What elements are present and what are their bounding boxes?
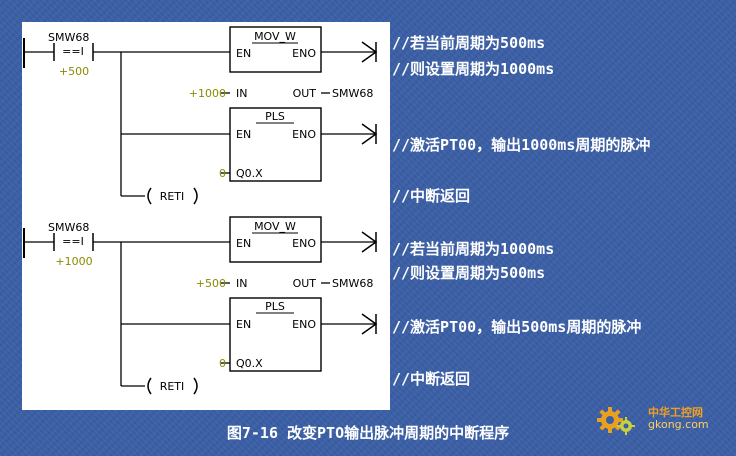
rung1-mov-in-value: +1000: [189, 87, 226, 100]
rung2-mov-out-value: SMW68: [332, 277, 373, 290]
rung2-contact-operator: ==I: [62, 235, 84, 248]
comment-rung1-line3: //激活PT00，输出1000ms周期的脉冲: [392, 136, 651, 154]
watermark-url: gkong.com: [648, 418, 709, 431]
rung1-mov-out: OUT: [293, 87, 317, 100]
figure-caption: 图7-16 改变PTO输出脉冲周期的中断程序: [226, 424, 510, 442]
rung2-mov-in-value: +500: [196, 277, 226, 290]
rung2-mov-box: [229, 216, 322, 263]
comment-rung1-line2: //则设置周期为1000ms: [392, 60, 555, 78]
rung2-pls-title: PLS: [265, 300, 285, 313]
rung2-pls-q: Q0.X: [236, 357, 263, 370]
rung1-reti-paren-right: [193, 187, 198, 205]
comment-rung2-line1: //若当前周期为1000ms: [392, 240, 555, 258]
rung1-pls-q: Q0.X: [236, 167, 263, 180]
rung2-pls-eno: ENO: [292, 318, 316, 331]
rung1-contact-address: SMW68: [48, 31, 89, 44]
rung2-contact-address: SMW68: [48, 221, 89, 234]
rung2-pls-q-value: 0: [219, 357, 226, 370]
ladder-panel-top: [22, 22, 390, 214]
rung1-mov-in: IN: [236, 87, 247, 100]
gear-icon: [597, 407, 635, 435]
rung1-pls-title: PLS: [265, 110, 285, 123]
rung1-contact-operator: ==I: [62, 45, 84, 58]
rung2-pls-en: EN: [236, 318, 251, 331]
rung1-reti-label: RETI: [160, 190, 185, 203]
rung1-mov-en: EN: [236, 47, 251, 60]
rung1-mov-box: [229, 26, 322, 73]
comment-rung1-line4: //中断返回: [392, 187, 471, 205]
comment-rung2-line2: //则设置周期为500ms: [392, 264, 546, 282]
rung1-contact-constant: +500: [59, 65, 89, 78]
rung1-mov-title: MOV_W: [254, 30, 296, 43]
rung1-mov-out-value: SMW68: [332, 87, 373, 100]
rung1-pls-box: [229, 107, 322, 182]
rung2-mov-title: MOV_W: [254, 220, 296, 233]
rung2-mov-eno: ENO: [292, 237, 316, 250]
comment-rung2-line4: //中断返回: [392, 370, 471, 388]
rung1-pls-eno: ENO: [292, 128, 316, 141]
rung2-mov-en: EN: [236, 237, 251, 250]
watermark-title: 中华工控网: [648, 406, 703, 419]
rung1-reti-paren-left: [147, 187, 152, 205]
rung1-mov-eno: ENO: [292, 47, 316, 60]
rung1-pls-en: EN: [236, 128, 251, 141]
ladder-panel-bottom: [22, 214, 390, 410]
rung2-mov-out: OUT: [293, 277, 317, 290]
rung2-mov-in: IN: [236, 277, 247, 290]
comment-rung1-line1: //若当前周期为500ms: [392, 34, 546, 52]
rung2-contact-constant: +1000: [55, 255, 92, 268]
rung1-pls-q-value: 0: [219, 167, 226, 180]
rung2-reti-paren-left: [147, 377, 152, 395]
rung2-reti-paren-right: [193, 377, 198, 395]
rung2-reti-label: RETI: [160, 380, 185, 393]
rung2-pls-box: [229, 297, 322, 372]
comment-rung2-line3: //激活PT00，输出500ms周期的脉冲: [392, 318, 642, 336]
